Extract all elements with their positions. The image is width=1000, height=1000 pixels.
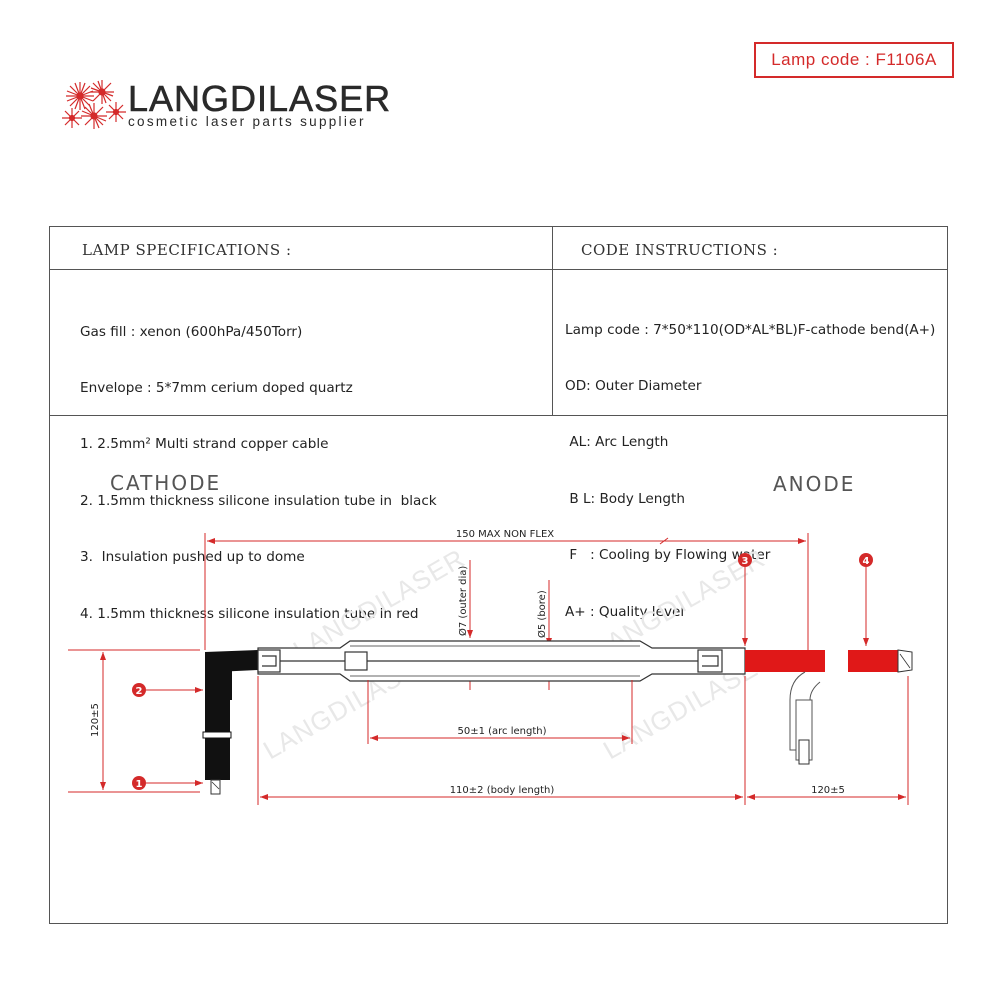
specification-table: LAMP SPECIFICATIONS : CODE INSTRUCTIONS … [49,226,948,924]
dim-body-label: 110±2 (body length) [450,785,555,796]
lamp-code-badge: Lamp code : F1106A [754,42,954,78]
lamp-body [257,640,746,682]
code-line: B L: Body Length [565,490,685,507]
anode-label: ANODE [773,472,855,496]
cathode-label: CATHODE [110,471,221,495]
spec-line: 2. 1.5mm thickness silicone insulation t… [80,492,437,509]
svg-text:2: 2 [136,686,143,697]
dim-cathode-lead-label: 120±5 [90,703,101,737]
callout-1: 1 [132,776,203,790]
dim-overall-label: 150 MAX NON FLEX [456,529,554,540]
spec-line: Gas fill : xenon (600hPa/450Torr) [80,323,303,340]
dim-bore: Ø5 (bore) [536,580,552,690]
dim-anode-lead: 120±5 [747,676,909,805]
spec-line: 1. 2.5mm² Multi strand copper cable [80,436,329,453]
laser-burst-icon [62,80,126,129]
svg-text:4: 4 [863,556,870,567]
code-line: AL: Arc Length [565,434,669,451]
svg-text:3: 3 [742,556,749,567]
spec-line: 3. Insulation pushed up to dome [80,549,305,566]
dim-overall: 150 MAX NON FLEX [204,529,809,650]
table-divider [50,415,947,416]
callout-2: 2 [132,683,203,697]
code-line: OD: Outer Diameter [565,377,702,394]
anode-lead [745,649,913,765]
dim-body-length: 110±2 (body length) [257,676,746,805]
dim-outer-dia-label: Ø7 (outer dia) [457,566,469,636]
table-divider [552,227,553,415]
specifications-list: Gas fill : xenon (600hPa/450Torr) Envelo… [80,285,437,661]
logo-tagline: cosmetic laser parts supplier [128,114,366,129]
dim-arc-label: 50±1 (arc length) [457,726,546,737]
code-line: A+ : Quality level [565,603,685,620]
specifications-header: LAMP SPECIFICATIONS : [82,241,292,259]
code-line: Lamp code : 7*50*110(OD*AL*BL)F-cathode … [565,321,936,338]
table-divider [50,269,947,270]
spec-line: 4. 1.5mm thickness silicone insulation t… [80,605,419,622]
dim-arc-length: 50±1 (arc length) [367,680,633,744]
code-instructions-header: CODE INSTRUCTIONS : [581,241,779,259]
dim-bore-label: Ø5 (bore) [536,590,548,638]
callout-3: 3 [738,553,752,646]
callout-4: 4 [859,553,873,646]
code-instructions-list: Lamp code : 7*50*110(OD*AL*BL)F-cathode … [565,283,935,659]
logo: LANGDILASER cosmetic laser parts supplie… [58,74,418,144]
spec-line: Envelope : 5*7mm cerium doped quartz [80,379,353,396]
cathode-lead [202,650,258,795]
dim-anode-lead-label: 120±5 [811,785,845,796]
logo-wordmark: LANGDILASER [128,78,392,120]
svg-text:1: 1 [136,779,143,790]
dim-cathode-lead: 120±5 [68,649,200,793]
